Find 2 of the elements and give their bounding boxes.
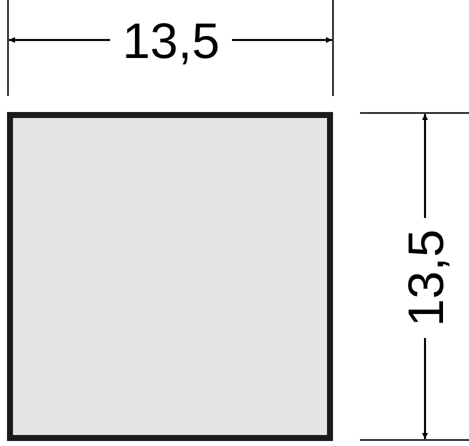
dimension-label: 13,5 xyxy=(398,229,454,327)
dimension-label: 13,5 xyxy=(122,13,220,69)
